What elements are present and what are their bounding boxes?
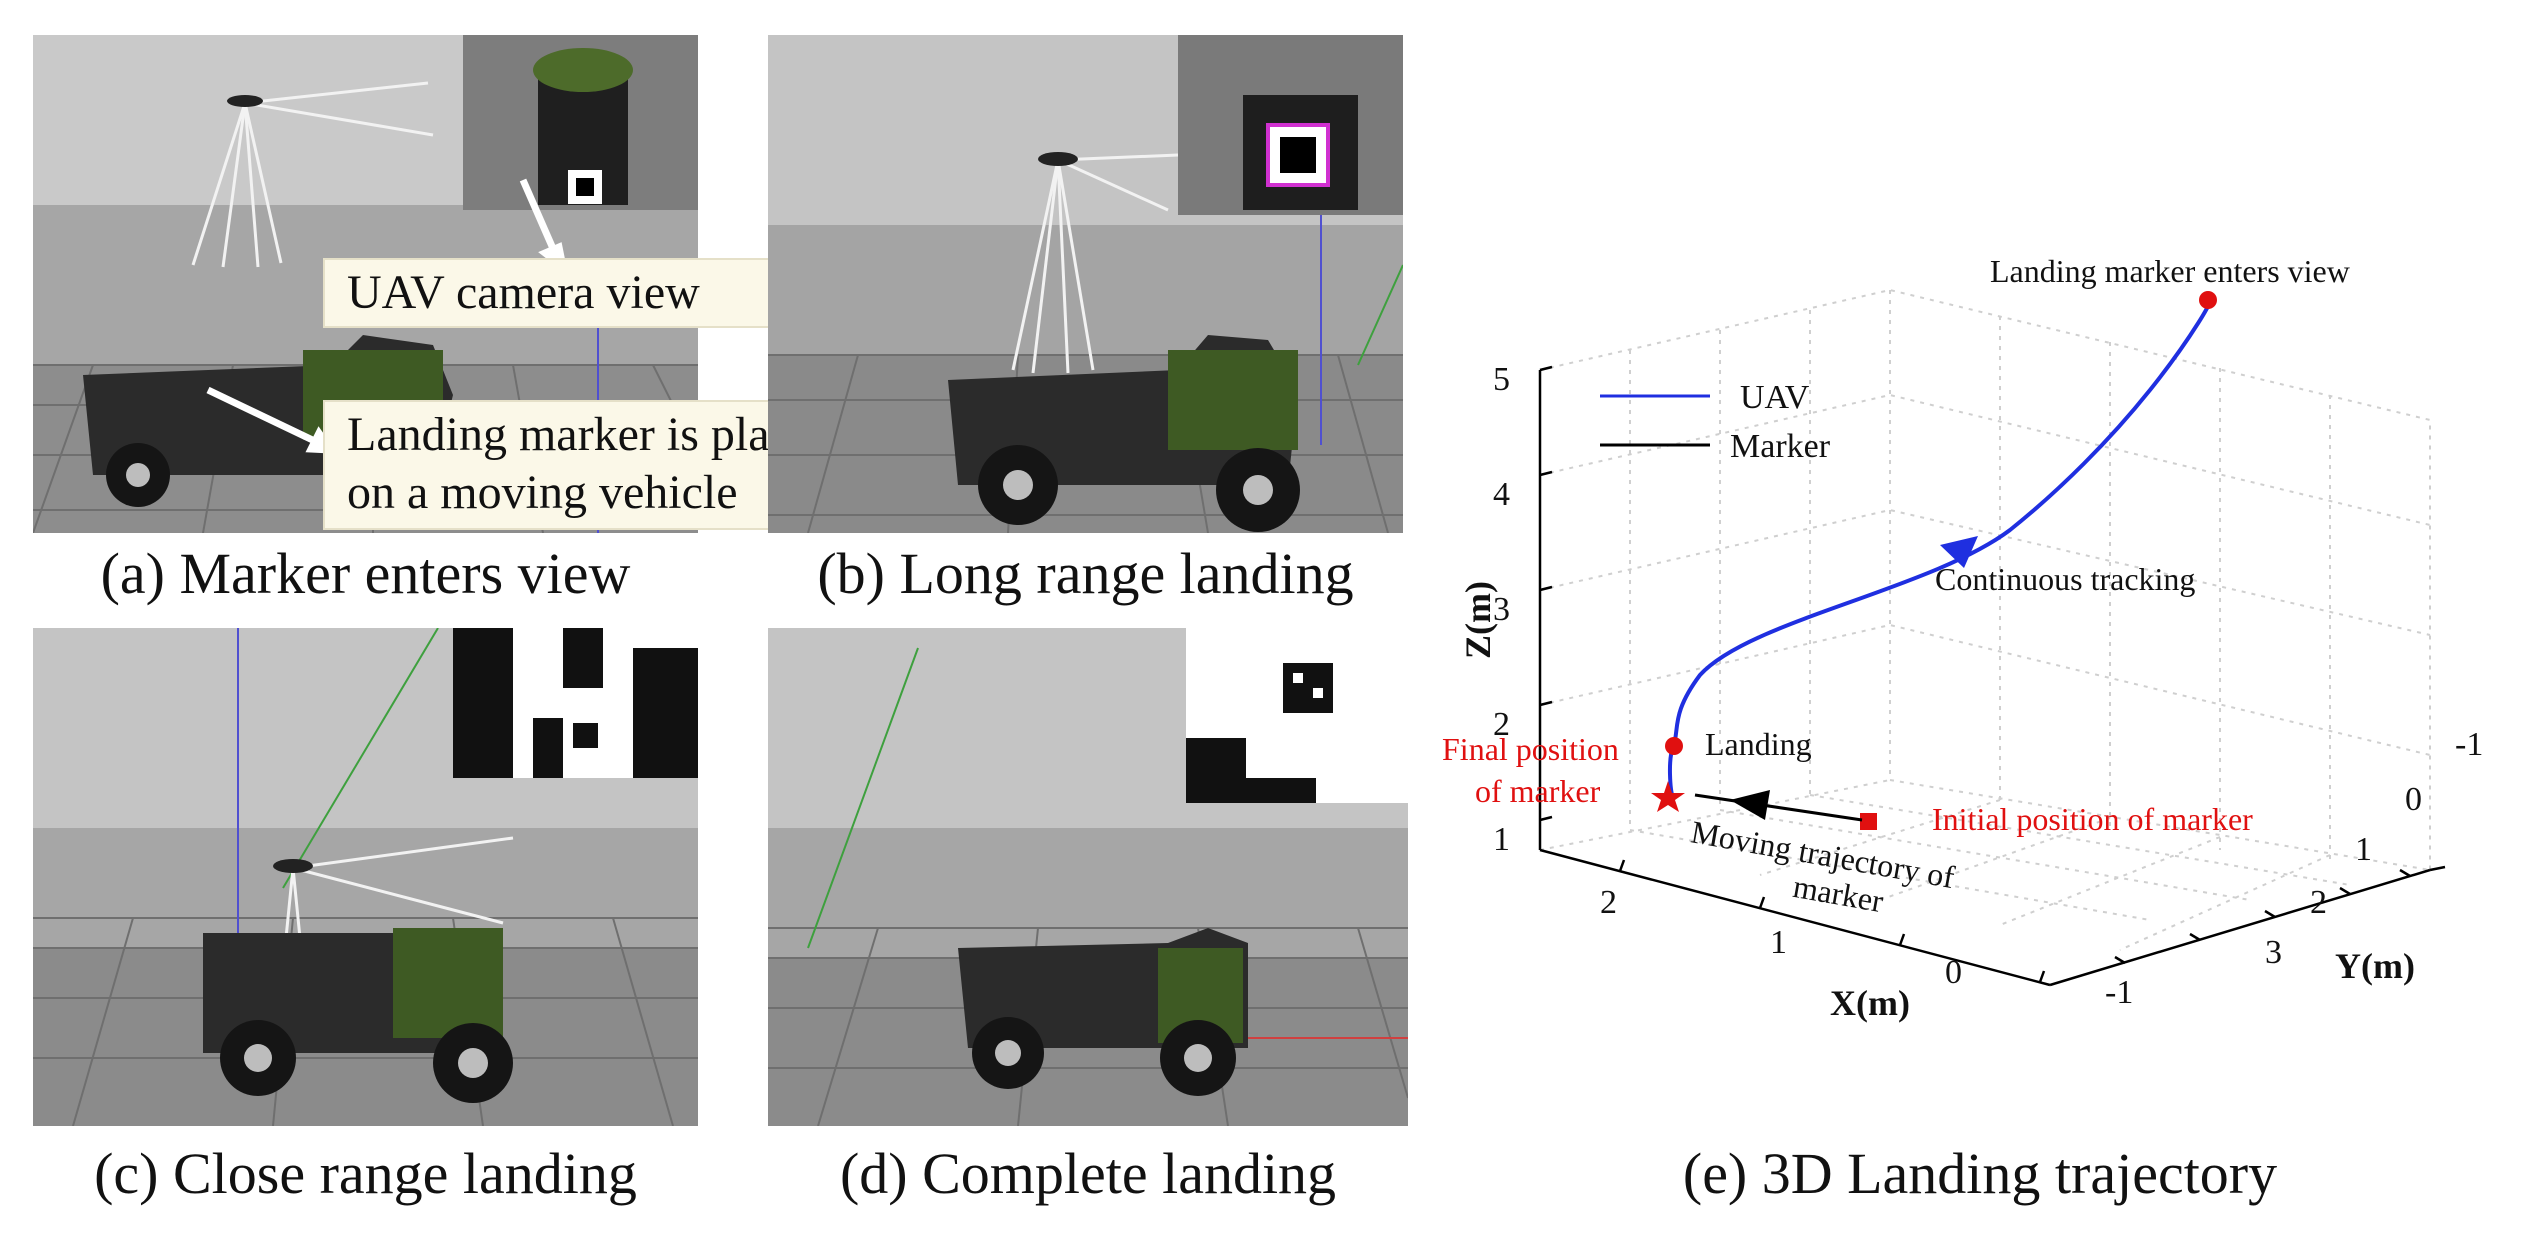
tracking-direction-marker (1940, 536, 1978, 568)
z-tick-5: 5 (1493, 361, 1510, 398)
y-tick-neg1: -1 (2455, 726, 2483, 763)
scene-b-graphic (768, 35, 1403, 533)
panel-b-scene (768, 35, 1403, 533)
final-position-star (1651, 781, 1685, 812)
callout-marker-line1: Landing marker is placed (347, 408, 837, 461)
marker-trajectory-arrow (1730, 790, 1770, 820)
panel-a-scene (33, 35, 698, 533)
z-tick-4: 4 (1493, 476, 1510, 513)
x-tick-0: 0 (1945, 954, 1962, 991)
y-tick-0: 0 (2405, 781, 2422, 818)
y-tick-1: 1 (2355, 831, 2372, 868)
legend-marker-label: Marker (1730, 428, 1831, 465)
caption-a: (a) Marker enters view (100, 541, 631, 606)
annotation-continuous-tracking: Continuous tracking (1935, 561, 2195, 597)
scene-a-graphic (33, 35, 698, 533)
caption-c: (c) Close range landing (94, 1141, 637, 1206)
z-tick-1: 1 (1493, 821, 1510, 858)
initial-position-square (1860, 813, 1877, 830)
callout-camera-text: UAV camera view (347, 266, 700, 319)
annotation-final-position-line1: Final position (1442, 731, 1619, 767)
plot-grid (1539, 288, 2431, 951)
z-tick-3: 3 (1493, 591, 1510, 628)
x-tick-2: 2 (1600, 884, 1617, 921)
x-tick-neg1: -1 (2105, 974, 2133, 1011)
annotation-enters-view: Landing marker enters view (1990, 253, 2350, 289)
trajectory-plot: 1 2 3 4 5 2 1 0 -1 -1 0 1 2 3 Z(m) X(m) … (1442, 253, 2483, 1023)
y-tick-2: 2 (2310, 884, 2327, 921)
marker-enters-view-point (2199, 291, 2217, 309)
scene-c-graphic (33, 628, 698, 1126)
plot-axes (1538, 370, 2446, 987)
x-axis-label: X(m) (1830, 983, 1910, 1023)
callout-marker-line2: on a moving vehicle (347, 466, 738, 519)
plot-tick-labels: 1 2 3 4 5 2 1 0 -1 -1 0 1 2 3 (1493, 361, 2483, 1011)
scene-d-graphic (768, 628, 1408, 1126)
legend-uav-label: UAV (1740, 379, 1810, 416)
z-tick-2: 2 (1493, 706, 1510, 743)
y-tick-3: 3 (2265, 934, 2282, 971)
caption-e: (e) 3D Landing trajectory (1682, 1141, 2278, 1206)
annotation-initial-position: Initial position of marker (1932, 801, 2253, 837)
x-tick-1: 1 (1770, 924, 1787, 961)
plot-legend: UAV Marker (1600, 379, 1831, 465)
landing-point (1665, 737, 1683, 755)
annotation-final-position-line2: of marker (1475, 773, 1601, 809)
z-axis-label: Z(m) (1458, 581, 1498, 659)
marker-trajectory-line (1694, 793, 1863, 822)
caption-b: (b) Long range landing (817, 541, 1354, 606)
annotation-landing: Landing (1705, 726, 1812, 762)
panel-d-scene (768, 628, 1408, 1126)
uav-trajectory-line (1668, 298, 2213, 799)
panel-c-scene (33, 628, 698, 1126)
caption-d: (d) Complete landing (839, 1141, 1337, 1206)
y-axis-label: Y(m) (2335, 946, 2415, 986)
